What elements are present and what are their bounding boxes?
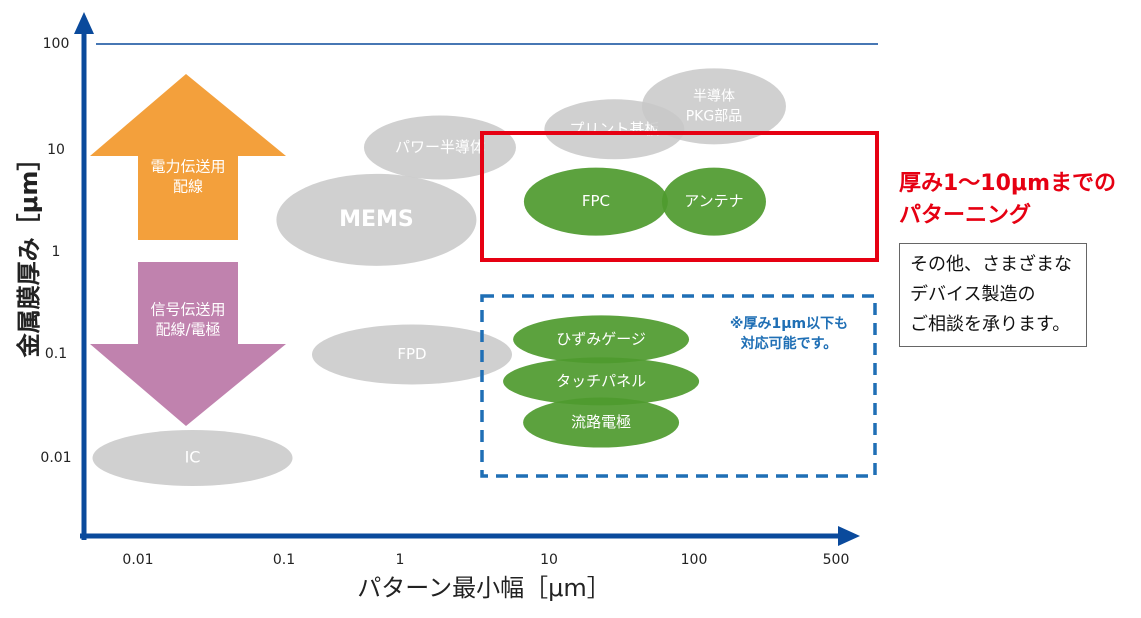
x-tick-label: 1 bbox=[396, 552, 405, 568]
red-highlight-box bbox=[480, 131, 879, 262]
y-tick-label: 0.01 bbox=[40, 450, 71, 466]
y-tick-label: 1 bbox=[52, 244, 61, 260]
x-tick-label: 10 bbox=[540, 552, 558, 568]
y-axis-arrowhead bbox=[74, 12, 94, 34]
dashed-box-note: ※厚み1μm以下も対応可能です。 bbox=[730, 316, 848, 352]
gray-ellipse bbox=[363, 115, 516, 180]
red-note-line: パターニング bbox=[899, 203, 1032, 228]
gray-ellipse bbox=[641, 68, 786, 145]
x-tick-label: 100 bbox=[681, 552, 708, 568]
green-ellipse-label: アンテナ bbox=[684, 192, 743, 210]
x-tick-label: 500 bbox=[823, 552, 850, 568]
signal-arrow-down bbox=[90, 262, 286, 426]
x-axis-arrowhead bbox=[838, 526, 860, 546]
gray-ellipse-label: FPD bbox=[397, 345, 426, 363]
gray-ellipse-label: プリント基板 bbox=[569, 120, 659, 138]
green-ellipse bbox=[523, 397, 680, 448]
x-axis-title: パターン最小幅［μm］ bbox=[357, 574, 610, 602]
gray-ellipse-label: パワー半導体 bbox=[395, 138, 485, 156]
consultation-line: デバイス製造の bbox=[910, 284, 1036, 305]
power-arrow-label: 電力伝送用配線 bbox=[150, 158, 225, 196]
green-ellipse bbox=[523, 167, 668, 236]
green-ellipse-label: 流路電極 bbox=[571, 413, 631, 431]
consultation-line: その他、さまざまな bbox=[910, 254, 1072, 275]
y-tick-label: 10 bbox=[47, 142, 65, 158]
red-note-line: 厚み1～10μmまでの bbox=[899, 171, 1117, 196]
gray-ellipse-label: IC bbox=[185, 448, 201, 467]
gray-ellipse bbox=[92, 430, 293, 486]
y-tick-label: 0.1 bbox=[45, 346, 67, 362]
power-arrow-up bbox=[90, 74, 286, 240]
green-ellipse-label: タッチパネル bbox=[556, 372, 646, 390]
signal-arrow-label: 信号伝送用配線/電極 bbox=[150, 301, 225, 339]
green-ellipse-label: FPC bbox=[582, 192, 610, 210]
x-tick-label: 0.01 bbox=[122, 552, 153, 568]
dashed-box bbox=[480, 294, 877, 478]
y-axis-title: 金属膜厚み［μm］ bbox=[15, 147, 43, 359]
green-ellipse-label: ひずみゲージ bbox=[556, 330, 646, 348]
y-tick-label: 100 bbox=[43, 36, 70, 52]
x-tick-label: 0.1 bbox=[273, 552, 295, 568]
green-ellipse bbox=[513, 315, 690, 364]
consultation-line: ご相談を承ります。 bbox=[910, 314, 1071, 335]
gray-ellipse bbox=[312, 324, 512, 385]
red-note: 厚み1～10μmまでの パターニング bbox=[899, 168, 1116, 232]
gray-ellipse bbox=[276, 173, 477, 266]
gray-ellipse-label: MEMS bbox=[339, 207, 414, 232]
consultation-box: その他、さまざまな デバイス製造の ご相談を承ります。 bbox=[899, 243, 1087, 347]
green-ellipse bbox=[661, 167, 766, 236]
green-ellipse bbox=[503, 357, 700, 406]
